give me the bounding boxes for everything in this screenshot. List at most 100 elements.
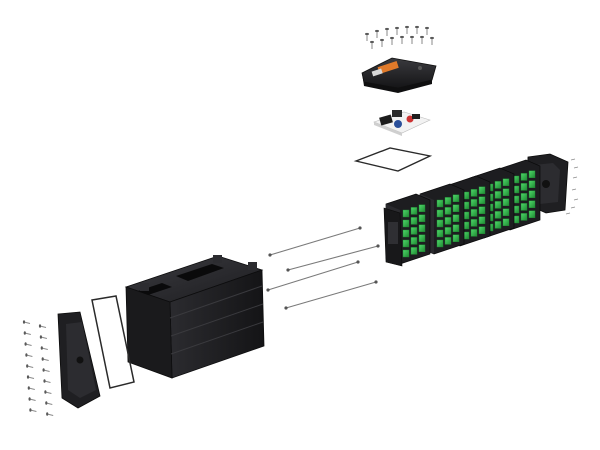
cell-icon (478, 216, 486, 225)
cell-icon (470, 199, 478, 207)
screw-icon (400, 35, 404, 44)
front-gasket (91, 295, 135, 389)
screw-icon (26, 364, 34, 368)
battery-module-icon (383, 193, 431, 267)
cell-icon (520, 173, 528, 181)
cell-icon (528, 170, 536, 179)
cell-icon (478, 206, 486, 215)
cell-icon (502, 198, 510, 207)
cell-icon (410, 207, 418, 215)
cell-icon (402, 209, 410, 218)
cell-icon (470, 209, 478, 217)
cell-icon (478, 226, 486, 235)
screw-icon (405, 25, 409, 34)
cell-icon (410, 237, 418, 245)
screw-icon (26, 375, 35, 379)
screw-icon (29, 408, 37, 412)
cell-icon (410, 227, 418, 235)
rear-screws-group (565, 158, 579, 215)
cell-icon (470, 229, 478, 237)
screw-icon (24, 342, 32, 346)
screw-icon (571, 188, 577, 191)
screw-icon (27, 386, 35, 390)
tie-rods-group (266, 226, 380, 310)
screw-icon (415, 25, 419, 34)
cell-icon (528, 210, 536, 219)
cell-icon (402, 239, 410, 248)
cell-icon (452, 204, 460, 213)
screw-icon (28, 397, 36, 401)
cell-icon (436, 199, 444, 208)
cell-icon (494, 211, 502, 219)
cell-icon (436, 209, 444, 218)
screw-icon (430, 36, 434, 45)
rod-icon (284, 280, 378, 310)
cell-icon (418, 214, 426, 223)
rod-icon (268, 226, 362, 257)
screw-icon (43, 379, 51, 383)
cell-icon (444, 197, 452, 205)
screw-icon (44, 390, 52, 394)
screw-icon (25, 353, 33, 357)
cell-icon (418, 244, 426, 253)
rod-icon (286, 244, 380, 272)
screw-icon (365, 32, 369, 41)
cell-icon (478, 196, 486, 205)
control-board (373, 110, 431, 136)
screw-icon (22, 320, 31, 324)
screw-icon (23, 331, 31, 335)
main-housing (124, 255, 265, 379)
cell-icon (444, 217, 452, 225)
cell-icon (402, 219, 410, 228)
cell-icon (418, 204, 426, 213)
cell-icon (502, 208, 510, 217)
top-cover (361, 57, 437, 93)
cell-icon (470, 219, 478, 227)
cell-icon (418, 224, 426, 233)
cell-icon (452, 214, 460, 223)
cell-icon (528, 190, 536, 199)
front-end-plate (57, 311, 101, 409)
screw-icon (46, 412, 54, 416)
cell-icon (410, 217, 418, 225)
top-screws-group (365, 25, 434, 49)
front-screws-group (22, 320, 54, 416)
screw-icon (425, 26, 429, 35)
cell-modules-group (383, 159, 541, 267)
cell-icon (410, 247, 418, 255)
cell-icon (520, 213, 528, 221)
cell-icon (436, 229, 444, 238)
screw-icon (385, 27, 389, 36)
cell-icon (452, 234, 460, 243)
cell-icon (444, 227, 452, 235)
screw-icon (375, 29, 379, 38)
cell-icon (436, 239, 444, 248)
cell-icon (494, 191, 502, 199)
screw-icon (570, 158, 576, 161)
cell-icon (478, 186, 486, 195)
cell-icon (520, 183, 528, 191)
cell-icon (502, 178, 510, 187)
screw-icon (38, 324, 47, 328)
screw-icon (390, 36, 394, 45)
cell-icon (520, 193, 528, 201)
screw-icon (572, 176, 578, 179)
screw-icon (41, 357, 49, 361)
screw-icon (42, 368, 50, 372)
cell-icon (494, 221, 502, 229)
screw-icon (573, 166, 579, 169)
screw-icon (570, 206, 576, 209)
cell-icon (402, 229, 410, 238)
cell-icon (494, 201, 502, 209)
cell-icon (444, 207, 452, 215)
screw-icon (380, 38, 384, 47)
cell-icon (520, 203, 528, 211)
cell-icon (502, 188, 510, 197)
cell-icon (494, 181, 502, 189)
screw-icon (573, 198, 579, 201)
cell-icon (452, 194, 460, 203)
rod-icon (266, 260, 360, 292)
cell-icon (418, 234, 426, 243)
cell-icon (436, 219, 444, 228)
